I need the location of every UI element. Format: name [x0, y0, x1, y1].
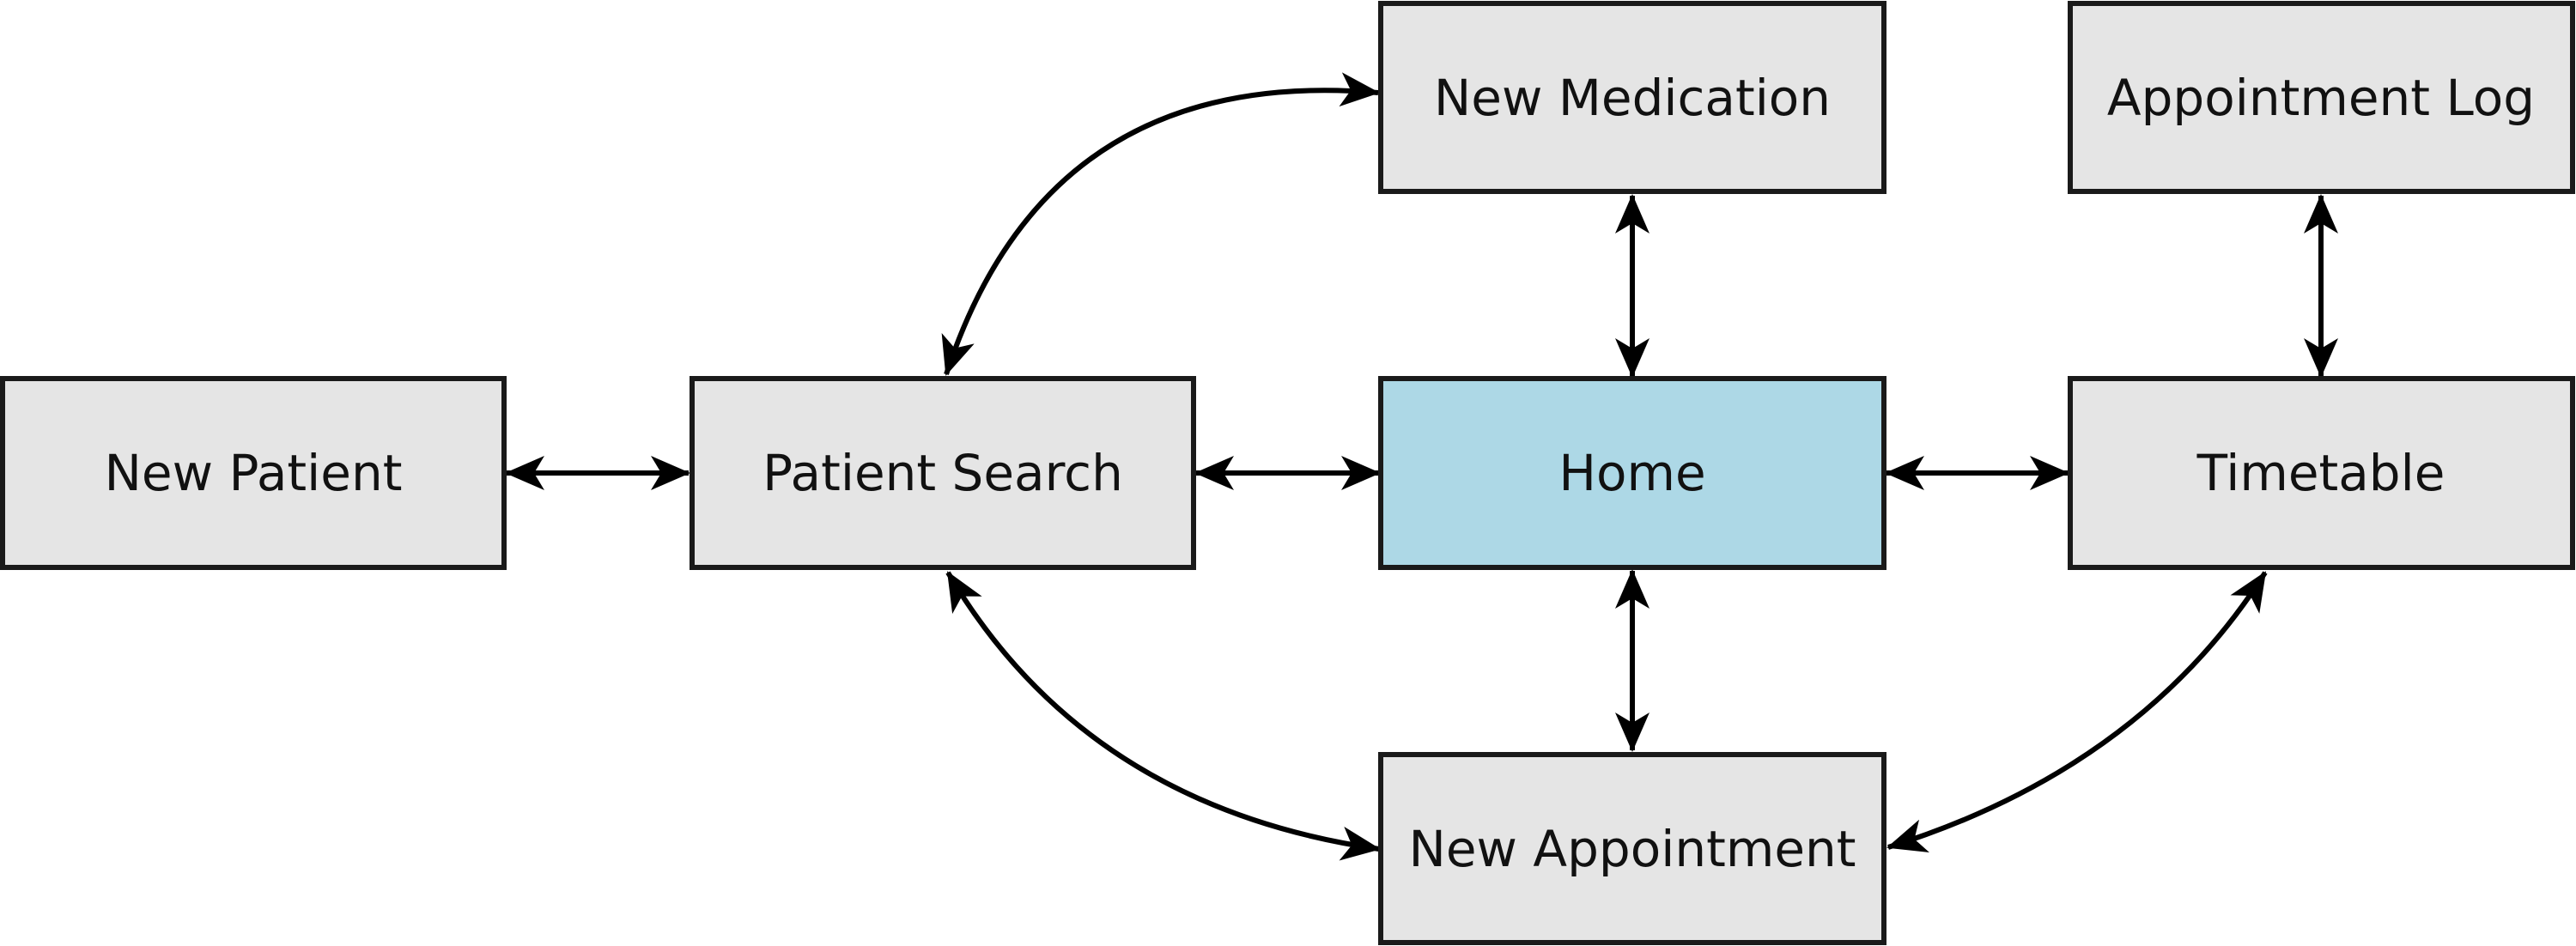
node-appointment-log: Appointment Log: [2068, 1, 2575, 194]
node-new-appointment: New Appointment: [1378, 752, 1886, 945]
node-appointment-log-box: [2068, 1, 2575, 194]
node-new-medication-label: New Medication: [1434, 69, 1831, 127]
node-appointment-log-label: Appointment Log: [2107, 69, 2535, 127]
edge-timetable-new-appointment: [1886, 571, 2268, 852]
node-home: Home: [1378, 376, 1886, 570]
node-patient-search: Patient Search: [690, 376, 1196, 570]
edge-patient-search-new-appointment: [945, 571, 1381, 861]
node-timetable-label: Timetable: [2196, 444, 2445, 502]
node-home-label: Home: [1558, 444, 1705, 502]
node-new-patient: New Patient: [0, 376, 507, 570]
node-new-patient-label: New Patient: [105, 444, 403, 502]
node-new-medication: New Medication: [1378, 1, 1886, 194]
node-new-appointment-box: [1378, 752, 1886, 945]
node-new-appointment-label: New Appointment: [1408, 820, 1856, 878]
node-timetable-box: [2068, 376, 2575, 570]
node-home-box: [1378, 376, 1886, 570]
node-timetable: Timetable: [2068, 376, 2575, 570]
node-new-patient-box: [0, 376, 507, 570]
node-patient-search-label: Patient Search: [762, 444, 1123, 502]
edges: [505, 72, 2338, 861]
node-new-medication-box: [1378, 1, 1886, 194]
node-patient-search-box: [690, 376, 1196, 570]
edge-patient-search-new-medication: [941, 72, 1380, 376]
